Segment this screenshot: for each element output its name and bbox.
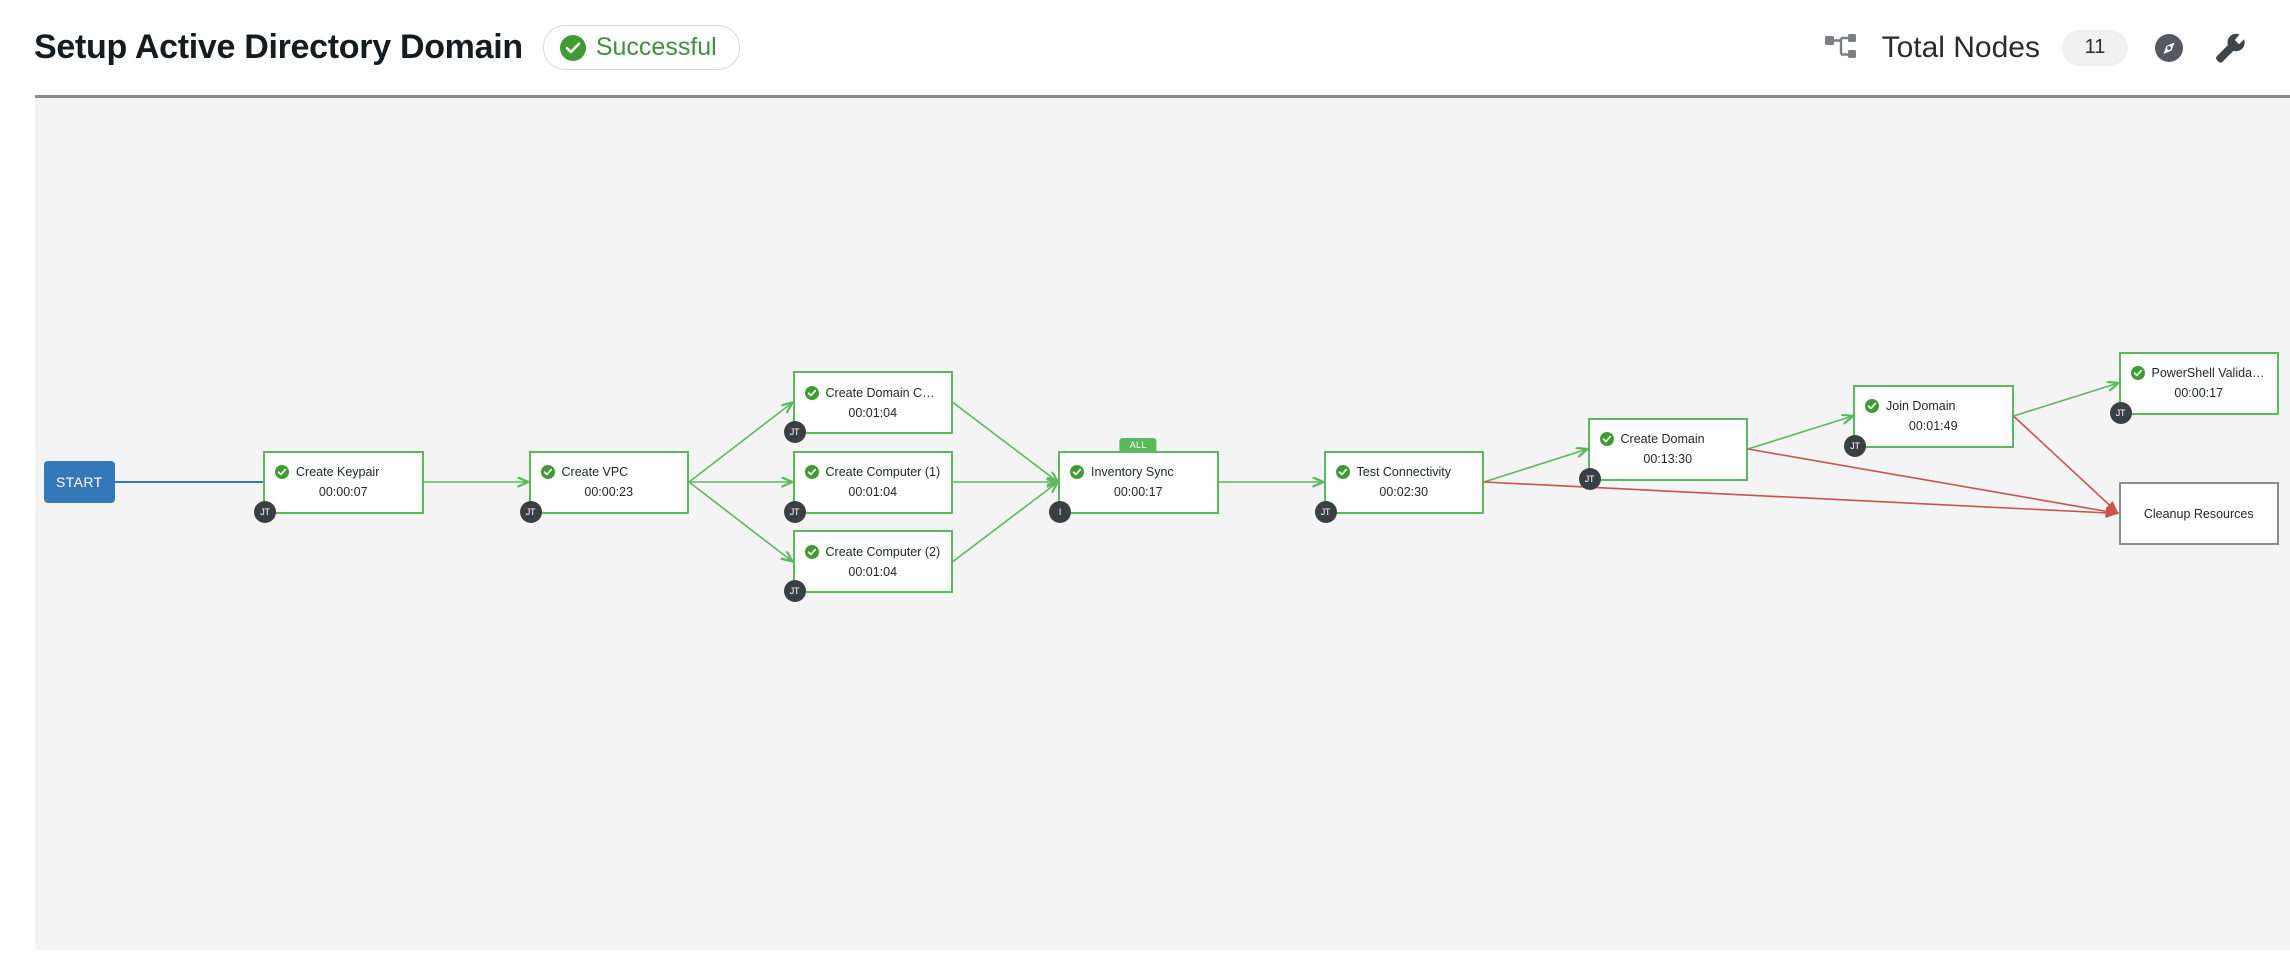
node-elapsed-time: 00:00:07 (318, 485, 368, 499)
node-avatar-badge[interactable]: JT (1314, 500, 1337, 523)
node-title: Test Connectivity (1356, 465, 1451, 479)
node-title: Create VPC (561, 465, 629, 479)
wrench-icon[interactable] (2210, 29, 2250, 67)
edge-join-domain-to-cleanup-resources (2012, 415, 2120, 515)
node-title: Create Computer (1) (825, 465, 941, 479)
node-avatar-badge[interactable]: JT (1578, 467, 1601, 490)
node-title: Create Computer (2) (825, 544, 941, 559)
header-left-group: Setup Active Directory Domain Successful (0, 25, 740, 70)
total-nodes-label: Total Nodes (1881, 30, 2040, 64)
edge-create-computer-2-to-inventory-sync (952, 482, 1058, 563)
node-elapsed-time: 00:01:04 (848, 405, 898, 420)
node-title: Inventory Sync (1091, 465, 1174, 479)
node-success-icon (2130, 366, 2145, 380)
node-title-row: Join Domain (1855, 399, 2012, 413)
header-right-group: Total Nodes 11 (1824, 29, 2290, 67)
sitemap-icon[interactable] (1824, 32, 1860, 64)
node-success-icon (1865, 399, 1879, 413)
node-elapsed-time: 00:00:17 (1113, 485, 1163, 499)
node-title: Create Domain (1620, 432, 1705, 446)
node-title: Create Domain Contr... (825, 385, 942, 400)
compass-icon[interactable] (2150, 29, 2188, 67)
workflow-node-cleanup-resources[interactable]: Cleanup Resources (2118, 482, 2279, 545)
edge-layer (114, 98, 2290, 950)
edge-test-connectivity-to-cleanup-resources (1483, 481, 2119, 518)
node-title-row: Create Domain (1590, 432, 1747, 446)
node-avatar-badge[interactable]: JT (2109, 401, 2132, 424)
node-elapsed-time: 00:02:30 (1379, 485, 1429, 499)
node-title: Create Keypair (296, 465, 380, 479)
node-title-row: Create VPC (531, 465, 688, 479)
check-circle-icon (559, 34, 586, 61)
edge-create-domain-to-join-domain (1747, 416, 1853, 450)
app-header: Setup Active Directory Domain Successful… (0, 0, 2290, 95)
node-title: Join Domain (1886, 399, 1956, 413)
node-elapsed-time: 00:01:04 (848, 485, 898, 499)
node-avatar-badge[interactable]: JT (783, 421, 806, 443)
node-success-icon (1335, 465, 1350, 479)
node-success-icon (804, 544, 819, 559)
node-title-row: Create Domain Contr... (795, 385, 952, 400)
node-avatar-badge[interactable]: JT (783, 500, 806, 523)
node-title-row: Create Computer (2) (795, 544, 952, 559)
node-success-icon (804, 465, 819, 479)
node-title-row: Inventory Sync (1060, 465, 1217, 479)
node-elapsed-time: 00:00:23 (584, 485, 634, 499)
node-elapsed-time: 00:01:49 (1908, 419, 1958, 433)
status-badge: Successful (542, 25, 740, 70)
node-avatar-badge[interactable]: JT (254, 500, 276, 523)
page-title: Setup Active Directory Domain (34, 28, 523, 66)
start-node[interactable]: START (44, 461, 115, 503)
node-title: Cleanup Resources (2143, 506, 2254, 521)
node-title-row: Create Keypair (265, 465, 422, 479)
node-success-icon (540, 465, 555, 479)
node-elapsed-time: 00:13:30 (1643, 452, 1693, 466)
node-elapsed-time: 00:01:04 (848, 564, 898, 579)
node-title-row: Create Computer (1) (795, 465, 952, 479)
node-success-icon (275, 465, 289, 479)
node-elapsed-time: 00:00:17 (2174, 386, 2224, 400)
total-nodes-count: 11 (2062, 29, 2128, 66)
edge-test-connectivity-to-create-domain (1483, 449, 1588, 483)
node-avatar-badge[interactable]: JT (519, 500, 542, 523)
node-success-icon (1070, 465, 1084, 479)
node-avatar-badge[interactable]: I (1049, 500, 1071, 523)
node-tag-inventory-sync: ALL (1119, 437, 1157, 452)
edge-join-domain-to-powershell-validation (2013, 383, 2119, 417)
status-badge-label: Successful (595, 33, 717, 61)
node-success-icon (1599, 432, 1614, 446)
node-success-icon (804, 385, 819, 400)
node-title-row: Test Connectivity (1326, 465, 1483, 479)
node-avatar-badge[interactable]: JT (783, 580, 806, 602)
node-title-row: PowerShell Validation (2121, 366, 2278, 380)
node-avatar-badge[interactable]: JT (1844, 434, 1866, 457)
edge-create-vpc-to-create-domain-ctrl (688, 403, 793, 483)
node-title: PowerShell Validation (2151, 366, 2268, 380)
edge-create-domain-to-cleanup-resources (1747, 448, 2119, 517)
node-title-row: Cleanup Resources (2121, 507, 2278, 521)
edge-create-vpc-to-create-computer-2 (688, 481, 793, 562)
edge-create-domain-ctrl-to-inventory-sync (952, 401, 1058, 483)
